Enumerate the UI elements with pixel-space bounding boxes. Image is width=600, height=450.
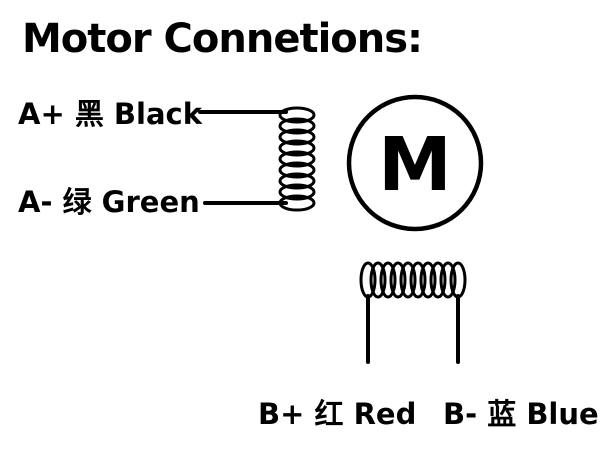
coil-b-loop bbox=[379, 261, 397, 299]
coil-b-loop bbox=[439, 261, 457, 299]
lead-wires bbox=[198, 110, 460, 364]
coil-b-loop bbox=[449, 261, 467, 299]
coil-a-loop bbox=[278, 183, 316, 201]
page-title: Motor Connetions: bbox=[22, 16, 422, 62]
coil-a-loop bbox=[278, 161, 316, 179]
coil-b-loop bbox=[359, 261, 377, 299]
coil-a-loop bbox=[278, 150, 316, 168]
coil-a-loop bbox=[278, 172, 316, 190]
coil-a-loop bbox=[278, 106, 316, 124]
label-terminal-a-plus: A+ 黑 Black bbox=[18, 97, 203, 131]
coil-b-loop bbox=[369, 261, 387, 299]
coil-a-loop bbox=[278, 128, 316, 146]
coil-b-loop bbox=[429, 261, 447, 299]
label-terminal-b-plus: B+ 红 Red bbox=[258, 397, 416, 431]
coil-a-loop bbox=[278, 194, 316, 212]
label-terminal-a-minus: A- 绿 Green bbox=[18, 185, 200, 219]
label-terminal-b-minus: B- 蓝 Blue bbox=[443, 397, 599, 431]
coil-b-loop bbox=[409, 261, 427, 299]
coil-b-loop bbox=[419, 261, 437, 299]
coil-a-loop bbox=[278, 117, 316, 135]
coil-b-loop bbox=[399, 261, 417, 299]
coil-phase-a bbox=[278, 106, 316, 212]
motor-circle bbox=[346, 94, 484, 232]
coil-phase-b bbox=[359, 261, 467, 299]
coil-a-loop bbox=[278, 139, 316, 157]
coil-b-loop bbox=[389, 261, 407, 299]
motor-letter: M bbox=[378, 122, 452, 208]
